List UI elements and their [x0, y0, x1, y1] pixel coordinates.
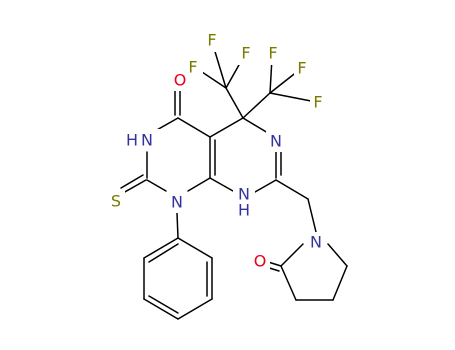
bond-c2-s	[122, 179, 147, 194]
bond-c5-cf3a	[225, 87, 244, 119]
atom-f2: F	[188, 58, 197, 77]
atom-f1: F	[207, 31, 216, 50]
atom-n3: N	[141, 131, 153, 150]
bond-cf3a-f1	[212, 44, 227, 89]
bond-n1-phenyl	[176, 212, 179, 239]
bond-n1-c8a	[187, 177, 211, 192]
atom-n1: N	[171, 193, 183, 212]
atom-f3: F	[241, 44, 250, 63]
bond-ch2-n	[307, 198, 317, 233]
atom-f4: F	[268, 44, 277, 63]
atom-f6: F	[313, 93, 322, 112]
bond-n-co	[280, 243, 304, 267]
bond-co-ch2	[280, 265, 297, 301]
atom-h-n3: H	[126, 131, 138, 150]
bond-c5-n6	[242, 117, 269, 134]
bond-c7-n8	[254, 179, 277, 193]
atom-o-lactam: O	[254, 252, 267, 271]
atom-labels: O H N S N N N H N O F F F F	[107, 30, 328, 272]
bond-cf3b-f6	[269, 92, 312, 102]
bond-ch2-ch2b	[332, 265, 348, 301]
bond-ph-6-double	[148, 243, 179, 263]
bond-c2-s-double	[120, 174, 144, 189]
bond-ph-4-double	[148, 295, 179, 314]
bond-ph-3	[177, 298, 213, 320]
bond-c4-n3	[154, 117, 179, 132]
atom-f5: F	[297, 59, 306, 78]
bond-c2-n1	[146, 179, 167, 192]
bond-c7-ch2	[275, 179, 309, 200]
bond-ph-6	[143, 237, 179, 259]
atom-n6: N	[270, 132, 282, 151]
bond-n8-c8a	[209, 177, 234, 192]
bond-cf3b-f5	[269, 70, 299, 94]
atom-h-n8: H	[238, 201, 250, 220]
bond-c5-cf3b	[242, 92, 271, 119]
bond-c4-c4a	[177, 117, 211, 138]
bond-ph-4	[143, 298, 179, 320]
bond-c4a-c5	[209, 117, 244, 138]
atom-n8: N	[238, 185, 250, 204]
atom-n-pyrrolidinone: N	[310, 233, 322, 252]
atom-o-carbonyl: O	[174, 71, 187, 90]
atom-s: S	[111, 192, 121, 211]
bond-ch2-n	[327, 243, 348, 267]
bond-ph-1	[177, 237, 213, 259]
